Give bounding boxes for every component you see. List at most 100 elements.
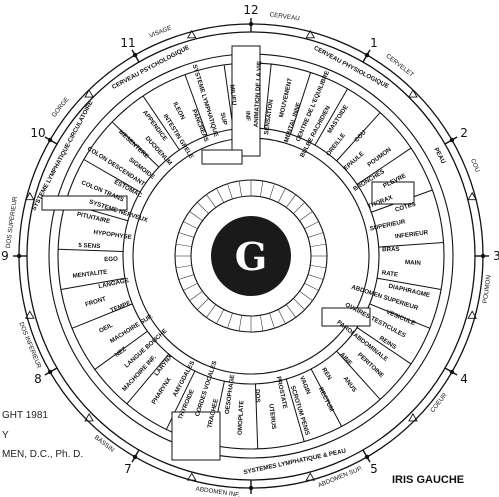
triangle-marker: [186, 472, 197, 481]
sector-label: LARYNX: [153, 353, 175, 378]
stomach-ray: [304, 282, 319, 291]
sector-label: SUPERIEUR: [369, 218, 406, 232]
clock-ticks: [13, 18, 489, 494]
triangle-marker: [305, 29, 316, 39]
sector-divider: [60, 277, 126, 291]
sector-label: RECTUM: [317, 386, 335, 413]
triangle-marker: [408, 89, 418, 98]
triangle-marker: [467, 310, 477, 319]
triangle-marker: [186, 29, 197, 39]
outer-label: CERVEAU: [269, 11, 300, 22]
stomach-ray: [189, 291, 203, 301]
sector-label: ANUS: [342, 375, 358, 393]
sector-label: FRONT: [84, 295, 107, 308]
clock-dot: [480, 253, 486, 259]
corner-title: IRIS GAUCHE: [392, 474, 465, 486]
organ-box: [371, 181, 415, 205]
sector-label: INFERIEUR: [395, 229, 429, 240]
sector-label: TEMPE: [109, 300, 131, 314]
outer-label: COEUR: [429, 391, 449, 414]
clock-dot: [248, 485, 254, 491]
sector-label: POUMON: [366, 146, 393, 169]
sector-label: LANGAGE: [98, 277, 130, 290]
clock-number: 3: [493, 249, 499, 263]
pupil: [211, 216, 291, 296]
stomach-ray: [227, 183, 233, 200]
stomach-ray: [293, 298, 305, 310]
stomach-ray: [286, 194, 296, 208]
sector-label: AINE: [338, 351, 353, 367]
sector-label: OEIL: [98, 322, 114, 335]
triangle-marker: [467, 191, 477, 201]
stomach-ray: [227, 312, 233, 329]
outer-label: COU: [469, 158, 481, 174]
stomach-ray: [286, 304, 296, 318]
outer-label: VISAGE: [148, 24, 172, 39]
sector-divider: [314, 88, 348, 146]
footer-line-3: MEN, D.C., Ph. D.: [2, 449, 84, 460]
clock-numbers: 121234567891011: [1, 3, 499, 497]
clock-dot: [132, 454, 138, 460]
stomach-ray: [238, 315, 242, 332]
stomach-ray: [260, 180, 264, 197]
stomach-ray: [277, 188, 286, 203]
ring-label: PEAU: [432, 147, 447, 166]
outer-label: ABDOMEN INF.: [195, 486, 241, 497]
organ-box: [321, 307, 371, 327]
sector-divider: [142, 95, 180, 151]
sector-divider: [336, 112, 381, 162]
clock-dot: [364, 454, 370, 460]
stomach-ray: [178, 274, 195, 280]
clock-number: 10: [30, 126, 45, 140]
sector-label: DOS: [254, 389, 261, 403]
stomach-ray: [197, 202, 209, 214]
sector-label: SUP: [219, 112, 228, 126]
outer-label: CERVELET: [384, 53, 415, 79]
clock-dot: [364, 52, 370, 58]
center-letter: G: [235, 234, 267, 279]
stomach-ray: [189, 211, 203, 221]
clock-number: 6: [247, 495, 255, 497]
triangle-marker: [25, 191, 35, 201]
stomach-ray: [299, 211, 313, 221]
clock-dot: [449, 369, 455, 375]
sector-divider: [111, 121, 160, 168]
sector-label: HYPOPHYSE: [93, 229, 132, 241]
stomach-ray: [293, 202, 305, 214]
stomach-ray: [304, 221, 319, 230]
footer-line-1: GHT 1981: [2, 410, 48, 421]
sector-label: EPAULE: [343, 150, 366, 172]
stomach-ray: [310, 265, 327, 269]
sector-label: OMOPLATE: [237, 400, 246, 435]
triangle-marker: [84, 413, 94, 422]
clock-number: 1: [370, 36, 378, 50]
sector-divider: [71, 303, 133, 329]
sector-label: RATE: [381, 269, 398, 278]
sector-label: PITUITAIRE: [76, 211, 111, 225]
stomach-ray: [216, 188, 225, 203]
clock-dot: [449, 137, 455, 143]
sector-label: UTERUS: [267, 404, 277, 430]
stomach-ray: [299, 291, 313, 301]
sector-divider: [310, 368, 343, 427]
stomach-ray: [197, 298, 209, 310]
sector-label: MAIN: [405, 259, 422, 267]
stomach-ray: [216, 309, 225, 324]
sector-divider: [254, 383, 259, 449]
triangle-marker: [305, 472, 316, 481]
clock-number: 7: [124, 462, 132, 476]
stomach-ray: [307, 232, 324, 238]
ring-label: SYSTEMES LYMPHATIQUE & PEAU: [243, 448, 347, 477]
sector-dividers: [58, 63, 444, 449]
clock-number: 12: [243, 3, 258, 17]
sector-divider: [336, 350, 381, 400]
sector-label: MILIEU: [228, 84, 238, 106]
outer-label: BASSIN: [93, 434, 116, 454]
stomach-ray: [238, 180, 242, 197]
outer-label: GORGE: [51, 96, 71, 119]
organ-box: [201, 149, 243, 165]
clock-dot: [132, 52, 138, 58]
clock-dot: [16, 253, 22, 259]
clock-number: 9: [1, 249, 9, 263]
